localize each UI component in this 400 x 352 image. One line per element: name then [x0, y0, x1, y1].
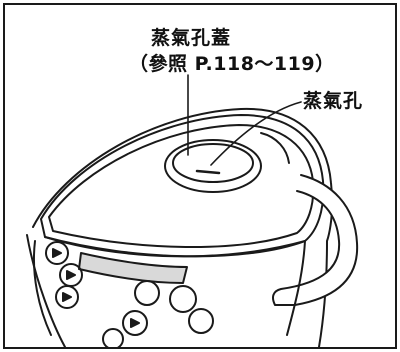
control-button-8 [102, 328, 124, 347]
steam-vent-cap-shape [164, 139, 262, 193]
button-arrow-4 [130, 318, 140, 328]
control-button-3 [55, 285, 79, 309]
steam-vent-label: 蒸氣孔 [303, 90, 364, 112]
steam-vent-cap-page-reference: （參照 P.118～119） [129, 53, 335, 75]
button-arrow-3 [62, 292, 72, 302]
steam-vent-cap-label: 蒸氣孔蓋 [151, 27, 232, 49]
button-arrow-2 [66, 270, 76, 280]
hinge-area [260, 132, 290, 164]
steam-vent-cap-inner [172, 143, 254, 183]
control-button-6 [188, 308, 214, 334]
control-button-4 [134, 280, 160, 306]
control-button-7 [122, 310, 148, 336]
display-window [78, 252, 188, 284]
cooker-body-right-edge [318, 240, 328, 347]
control-panel-front [32, 240, 52, 336]
control-panel-bezel [44, 236, 306, 336]
figure-frame: 蒸氣孔蓋 （參照 P.118～119） 蒸氣孔 [3, 3, 397, 349]
leader-line-vent [210, 101, 302, 166]
rice-cooker-illustration [26, 74, 359, 347]
cooker-handle [272, 174, 359, 306]
cooker-body-outline [26, 234, 66, 347]
button-arrow-1 [52, 248, 62, 258]
control-button-5 [169, 285, 197, 313]
control-button-1 [45, 241, 69, 265]
steam-vent-slot [195, 169, 221, 175]
